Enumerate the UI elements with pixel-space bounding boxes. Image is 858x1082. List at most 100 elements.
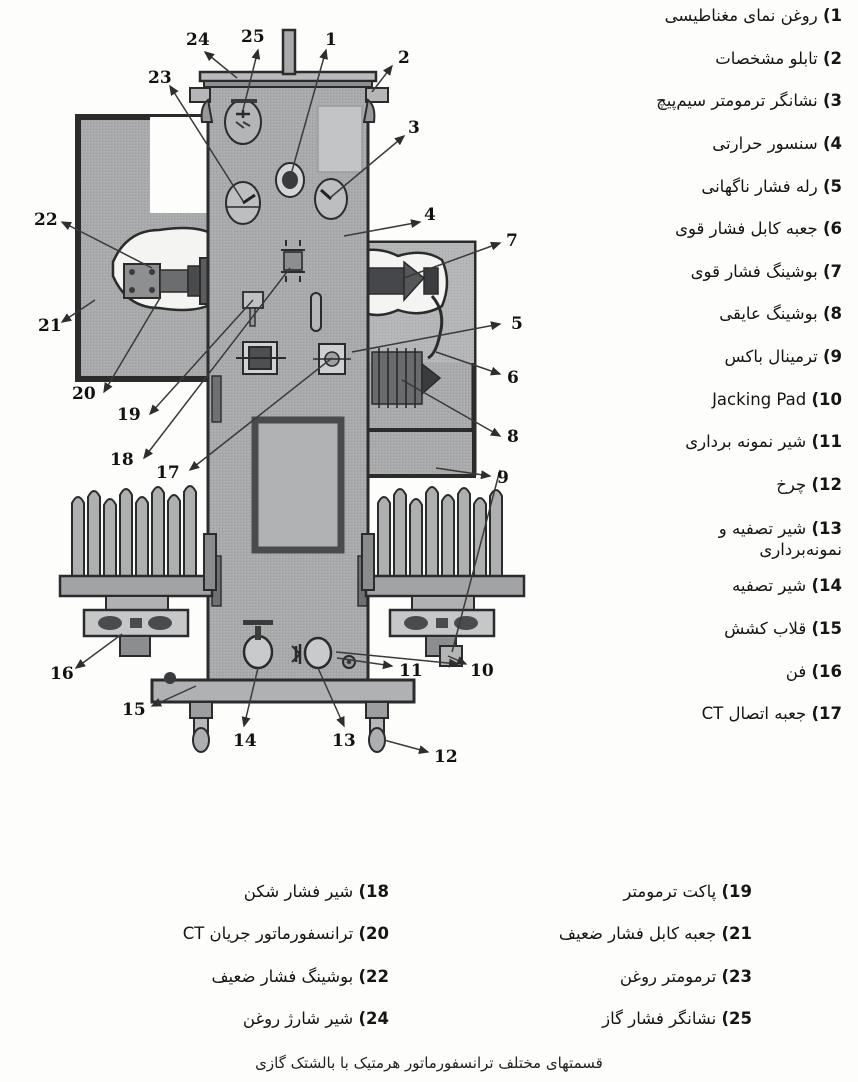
legend-label: پاکت ترمومتر [623,881,717,901]
legend-item-17: 17) جعبه اتصال CT [560,704,850,725]
leader-lines [60,48,502,754]
legend-label: رله فشار ناگهانی [701,176,818,196]
callout-2: 2 [398,48,410,68]
legend-num: 21) [721,924,752,944]
legend-label: شیر تصفیه [732,576,807,596]
callout-12: 12 [434,747,458,767]
callout-7: 7 [506,231,518,251]
wheel-left [189,701,213,753]
legend-num: 24) [358,1009,389,1029]
legend-label: ترمینال باکس [724,347,818,366]
legend-item-12: 12) چرخ [560,475,850,496]
bottom-legend-right-col: 18) شیر فشار شکن 20) ترانسفورماتور جریان… [16,882,429,1031]
callout-13: 13 [332,731,356,751]
legend-item-9: 9) ترمینال باکس [560,347,850,368]
insulating-bushing [371,348,442,408]
callout-17: 17 [156,463,180,483]
callout-21: 21 [38,316,62,336]
transformer-tank [189,28,389,688]
callout-23: 23 [148,68,172,88]
legend-num: 23) [721,966,752,986]
legend-item-24: 24) شیر شارژ روغن [16,1009,429,1030]
legend-label: بوشینگ عایقی [719,304,818,324]
legend-item-1: 1) روغن نمای مغناطیسی [560,6,850,27]
legend-num: 2) [822,48,842,68]
callout-3: 3 [408,118,420,138]
callout-4: 4 [424,205,436,225]
legend-item-19: 19) پاکت ترمومتر [429,882,842,903]
pressure-relief-valve [281,240,305,282]
legend-num: 14) [811,576,842,596]
legend-num: 6) [822,219,842,239]
callout-1: 1 [325,30,337,50]
legend-num: 20) [358,924,389,944]
legend-label: شیر نمونه برداری [685,432,807,452]
legend-item-6: 6) جعبه کابل فشار قوی [560,219,850,240]
figure-caption: قسمتهای مختلف ترانسفورماتور هرمتیک با با… [255,1054,603,1072]
legend-item-11: 11) شیر نمونه برداری [560,432,850,453]
legend-label: ترانسفورماتور جریان CT [182,924,354,944]
legend-num: 18) [358,881,389,901]
callout-22: 22 [34,210,58,230]
lv-cable-box [75,114,217,382]
legend-label: شیر شارژ روغن [242,1009,354,1029]
callout-6: 6 [507,368,519,388]
legend-item-15: 15) قلاب کشش [560,619,850,640]
radiator-left [58,485,217,657]
legend-label: جعبه اتصال CT [701,704,807,724]
legend-num: 5) [822,176,842,196]
callout-20: 20 [72,384,96,404]
legend-label: سنسور حرارتی [712,133,818,153]
callout-8: 8 [507,427,519,447]
wheel-right [365,701,389,753]
legend-label: نشانگر فشار گاز [602,1009,717,1029]
legend-num: 13) [811,518,842,538]
legend-num: 25) [721,1009,752,1029]
callout-11: 11 [399,661,423,681]
callout-25: 25 [241,27,265,47]
bottom-legend-left-col: 19) پاکت ترمومتر 21) جعبه کابل فشار ضعیف… [429,882,842,1031]
legend-item-13: 13) شیر تصفیه و نمونه‌برداری [560,518,850,561]
legend-label: جعبه کابل فشار ضعیف [558,924,717,944]
legend-item-16: 16) فن [560,662,850,683]
legend-num: 4) [822,133,842,153]
callout-18: 18 [110,450,134,470]
legend-item-8: 8) بوشینگ عایقی [560,304,850,325]
legend-label: فن [785,661,807,681]
legend-item-23: 23) ترمومتر روغن [429,967,842,988]
legend-label: بوشینگ فشار قوی [690,261,818,281]
legend-label: نشانگر ترمومتر سیم‌پیچ [656,91,818,111]
callout-24: 24 [186,30,210,50]
legend-label: تابلو مشخصات [715,48,818,68]
legend-num: 9) [822,347,842,366]
legend-label: قلاب کشش [724,619,807,638]
legend-label: روغن نمای مغناطیسی [664,6,818,25]
legend-item-5: 5) رله فشار ناگهانی [560,177,850,198]
radiator-right [361,486,526,657]
legend-num: 12) [811,474,842,494]
legend-num: 11) [811,432,842,452]
legend-num: 3) [822,91,842,111]
current-transformer [236,341,286,375]
transformer-diagram: 24 25 1 2 23 3 4 22 7 21 5 6 20 19 8 18 … [0,0,560,800]
legend-item-10: 10) Jacking Pad [560,390,850,411]
legend-label: شیر تصفیه و نمونه‌برداری [718,518,842,559]
legend-label: شیر فشار شکن [243,881,354,901]
legend-label: Jacking Pad [712,389,807,409]
legend-item-25: 25) نشانگر فشار گاز [429,1009,842,1030]
legend-label: ترمومتر روغن [619,966,717,986]
callout-16: 16 [50,664,74,684]
callout-14: 14 [233,731,257,751]
legend-num: 19) [721,881,752,901]
legend-label: چرخ [776,474,807,494]
callout-10: 10 [470,661,494,681]
bottom-legend: 18) شیر فشار شکن 20) ترانسفورماتور جریان… [0,882,858,1031]
legend-num: 15) [811,619,842,638]
legend-item-7: 7) بوشینگ فشار قوی [560,262,850,283]
legend-item-22: 22) بوشینگ فشار ضعیف [16,967,429,988]
legend-item-20: 20) ترانسفورماتور جریان CT [16,924,429,945]
legend-num: 17) [811,704,842,724]
legend-item-21: 21) جعبه کابل فشار ضعیف [429,924,842,945]
ct-junction-box [313,343,351,375]
